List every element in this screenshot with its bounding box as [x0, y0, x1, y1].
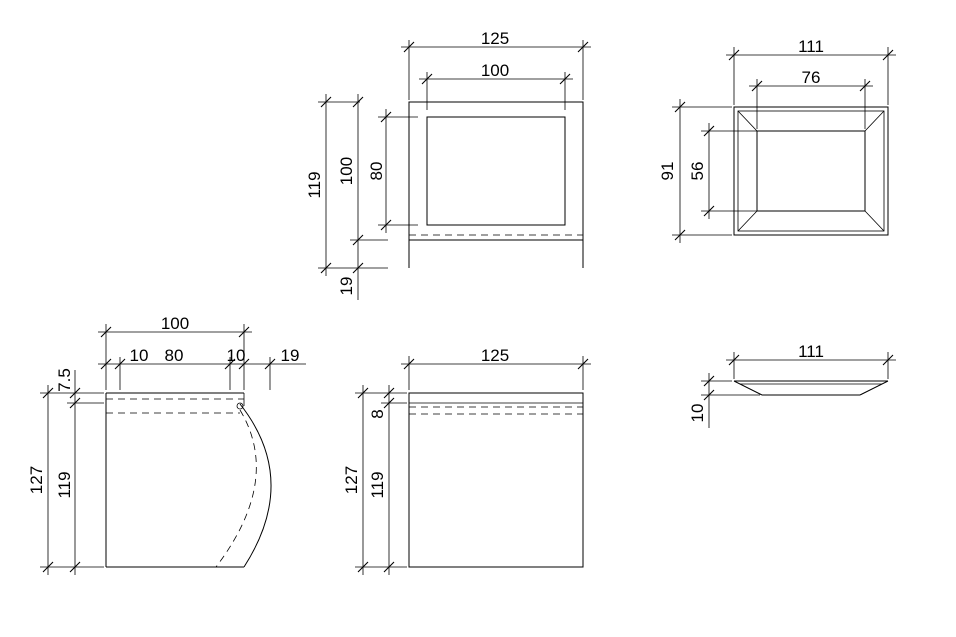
back-height-total-label: 127	[342, 466, 361, 494]
dimension-side-depth: 100	[98, 314, 252, 390]
back-top-label: 8	[368, 409, 387, 418]
tray-side-width-label: 111	[798, 342, 824, 361]
front-width-outer-label: 125	[481, 29, 509, 48]
side-seg-right-label: 10	[227, 346, 246, 365]
dimension-back-width: 125	[401, 346, 591, 390]
side-depth-label: 100	[161, 314, 189, 333]
dimension-front-width-inner: 100	[419, 61, 573, 110]
dimension-back-height-total: 127	[342, 385, 407, 575]
dimension-tray-width-inner: 76	[749, 68, 873, 129]
dimension-tray-depth-outer: 91	[658, 99, 732, 243]
side-seg-mid-label: 80	[165, 346, 184, 365]
dimension-front-height-mid: 100 19	[337, 94, 388, 300]
tray-depth-inner-label: 56	[688, 162, 707, 181]
side-view: 100 10 80 10 19 127	[27, 314, 306, 575]
front-height-outer-label: 119	[305, 171, 324, 198]
dimension-back-height-body: 8 119	[368, 385, 407, 575]
dimension-tray-width-outer: 111	[726, 37, 896, 105]
front-leg-label: 19	[337, 277, 356, 296]
front-width-inner-label: 100	[481, 61, 509, 80]
side-seg-left-label: 10	[130, 346, 149, 365]
front-view: 125 100 119 100 19	[305, 29, 591, 300]
tray-depth-outer-label: 91	[658, 162, 677, 181]
front-height-inner-label: 80	[367, 162, 386, 181]
dimension-side-segments: 10 80 10 19	[98, 346, 306, 390]
dimension-side-height-body: 7.5 119	[55, 368, 104, 575]
side-top-label: 7.5	[55, 368, 74, 392]
dimension-front-width-outer: 125	[401, 29, 591, 100]
dimension-tray-depth-inner: 56	[688, 123, 757, 219]
side-height-total-label: 127	[27, 466, 46, 494]
tray-width-inner-label: 76	[802, 68, 821, 87]
dimension-front-height-inner: 80	[367, 109, 418, 233]
dimension-side-height-total: 127	[27, 385, 104, 575]
back-width-label: 125	[481, 346, 509, 365]
back-view: 125 127 8 119	[342, 346, 591, 575]
side-overhang-label: 19	[281, 346, 300, 365]
tray-width-outer-label: 111	[798, 37, 824, 56]
dimension-tray-side-width: 111	[726, 342, 896, 379]
tray-top-view: 111 76 91 56	[658, 37, 896, 243]
dimension-front-height-outer: 119	[305, 94, 388, 276]
tray-side-height-label: 10	[688, 404, 707, 423]
front-height-mid-label: 100	[337, 157, 356, 185]
back-height-body-label: 119	[368, 471, 387, 498]
tray-side-view: 111 10	[688, 342, 896, 428]
dimension-tray-side-height: 10	[688, 373, 760, 428]
side-height-body-label: 119	[55, 471, 74, 498]
